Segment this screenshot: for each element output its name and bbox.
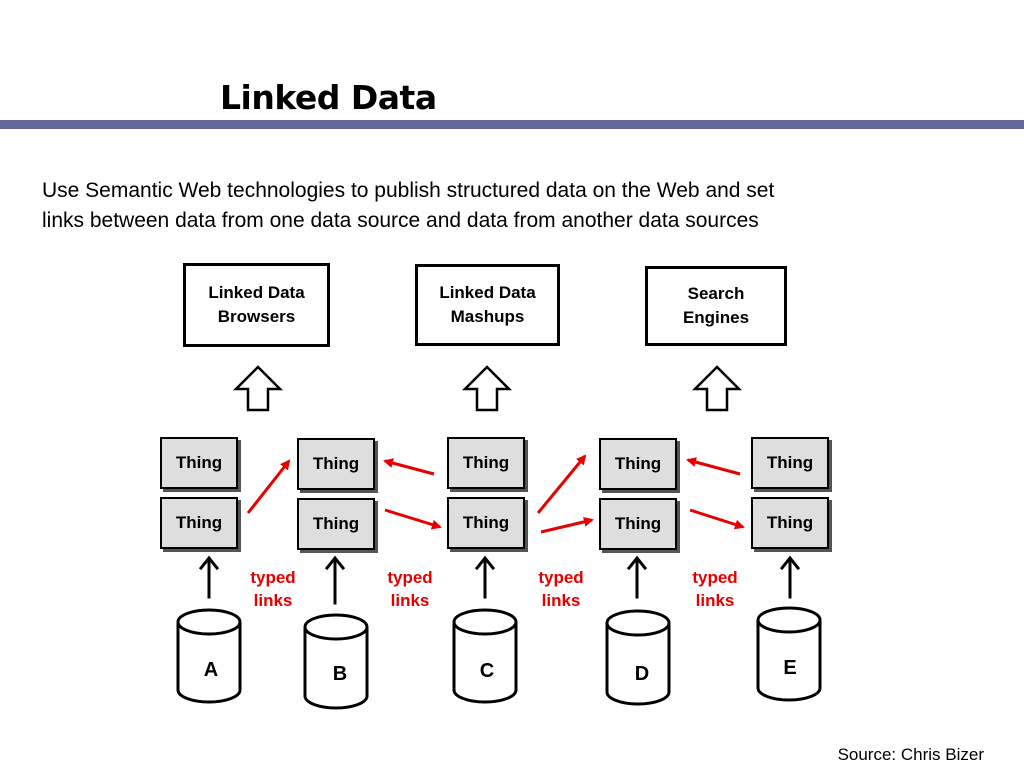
- typed-links-label-line2: links: [390, 591, 430, 610]
- thing-box-a-bottom: Thing: [160, 497, 238, 549]
- typed-links-label-line1: typed: [538, 568, 584, 587]
- data-source-label-e: E: [783, 657, 797, 679]
- intro-text: Use Semantic Web technologies to publish…: [42, 176, 1002, 236]
- database-cylinder-d: [605, 609, 671, 706]
- data-source-label-b: B: [332, 663, 348, 685]
- typed-links-label: typed links: [370, 566, 450, 612]
- intro-line-1: Use Semantic Web technologies to publish…: [42, 179, 775, 202]
- source-arrow-b: [324, 555, 346, 605]
- typed-link-arrow: [536, 454, 587, 514]
- up-block-arrow-3: [691, 365, 743, 412]
- app-box-label-line2: Engines: [682, 308, 750, 327]
- typed-link-arrow: [384, 508, 442, 530]
- app-box-linked-data-mashups: Linked Data Mashups: [415, 264, 560, 346]
- typed-links-label-line1: typed: [250, 568, 296, 587]
- data-source-label-a: A: [203, 659, 219, 681]
- app-box-label-line2: Browsers: [217, 307, 296, 326]
- thing-box-b-top: Thing: [297, 438, 375, 490]
- source-credit: Source: Chris Bizer: [837, 745, 984, 764]
- up-block-arrow-2: [461, 365, 513, 412]
- typed-links-label-line2: links: [695, 591, 735, 610]
- app-box-label-line1: Search: [687, 284, 745, 303]
- thing-box-c-bottom: Thing: [447, 497, 525, 549]
- typed-link-arrow: [383, 458, 435, 476]
- title-rule: [0, 120, 1024, 129]
- app-box-search-engines: Search Engines: [645, 266, 787, 346]
- thing-box-c-top: Thing: [447, 437, 525, 489]
- database-cylinder-e: [756, 606, 822, 702]
- data-source-label-d: D: [634, 663, 650, 685]
- slide-title: Linked Data: [220, 78, 437, 117]
- app-box-label-line1: Linked Data: [208, 283, 305, 302]
- typed-links-label-line2: links: [541, 591, 581, 610]
- source-arrows: [198, 555, 801, 605]
- source-arrow-c: [474, 555, 496, 599]
- source-arrow-e: [779, 555, 801, 599]
- database-cylinder-b: [303, 613, 369, 710]
- typed-links-label: typed links: [675, 566, 755, 612]
- database-cylinder-c: [452, 608, 518, 704]
- thing-box-d-top: Thing: [599, 438, 677, 490]
- app-box-label-line1: Linked Data: [439, 283, 536, 302]
- typed-link-arrow: [246, 459, 291, 514]
- typed-links-label: typed links: [521, 566, 601, 612]
- typed-links-label-line1: typed: [387, 568, 433, 587]
- thing-box-d-bottom: Thing: [599, 498, 677, 550]
- typed-links-label-line1: typed: [692, 568, 738, 587]
- app-box-linked-data-browsers: Linked Data Browsers: [183, 263, 330, 347]
- up-block-arrow-1: [232, 365, 284, 412]
- source-arrow-d: [626, 555, 648, 599]
- thing-box-e-top: Thing: [751, 437, 829, 489]
- typed-link-arrow: [540, 516, 594, 534]
- app-box-label-line2: Mashups: [450, 307, 525, 326]
- database-cylinder-a: [176, 608, 242, 704]
- typed-links-label: typed links: [233, 566, 313, 612]
- thing-box-a-top: Thing: [160, 437, 238, 489]
- thing-box-e-bottom: Thing: [751, 497, 829, 549]
- typed-links-label-line2: links: [253, 591, 293, 610]
- typed-link-arrow: [686, 457, 741, 476]
- source-arrow-a: [198, 555, 220, 599]
- thing-box-b-bottom: Thing: [297, 498, 375, 550]
- data-source-label-c: C: [479, 660, 495, 682]
- typed-link-arrow: [689, 508, 745, 530]
- intro-line-2: links between data from one data source …: [42, 209, 759, 232]
